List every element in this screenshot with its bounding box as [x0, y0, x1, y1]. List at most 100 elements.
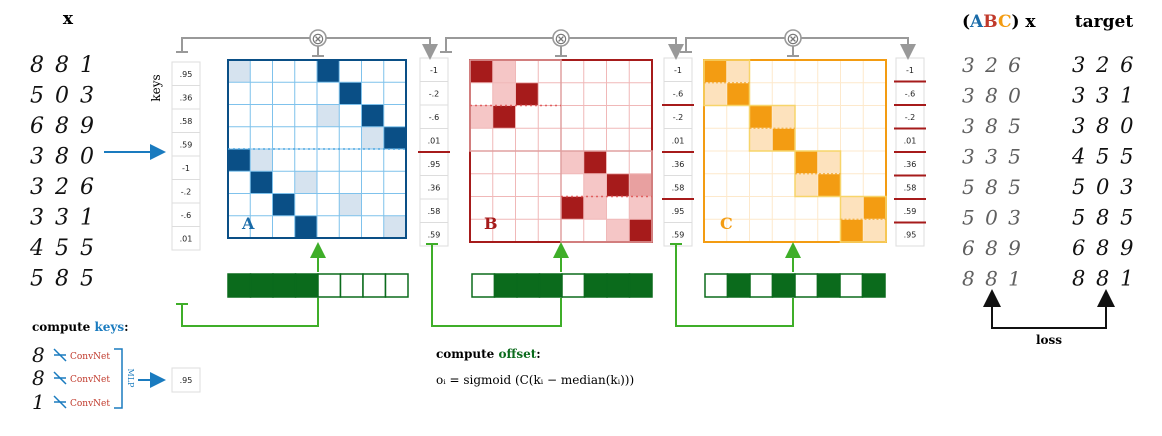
key-value: .95: [428, 160, 441, 169]
matrix-cell: [228, 60, 251, 83]
matrix-cell: [772, 128, 795, 151]
offset-cell-off: [339, 273, 364, 298]
offset-cell-on: [771, 273, 796, 298]
matrix-cell: [606, 219, 630, 242]
key-value: .01: [180, 234, 193, 243]
digit-glyph: 8: [32, 366, 45, 390]
target-digits: 3 2 63 3 13 8 04 5 55 0 35 8 56 8 98 8 1: [1071, 53, 1135, 291]
matrix-cell: [629, 173, 652, 197]
input-digits: 8 8 15 0 36 8 93 8 03 2 63 3 14 5 55 8 5: [29, 53, 96, 292]
matrix-cell: [492, 105, 516, 129]
matrix-cell: [561, 196, 584, 220]
matrix-cell: [492, 82, 516, 106]
offset-formula: oᵢ = sigmoid (C(kᵢ − median(kᵢ))): [436, 373, 634, 387]
key-value: -1: [674, 66, 682, 75]
matrix-cell: [840, 196, 864, 220]
key-value: -1: [906, 66, 914, 75]
key-output-cell: [171, 367, 201, 393]
digit-row: 8 8 1: [962, 267, 1023, 291]
otimes-icon: ⊗: [554, 29, 567, 48]
matrix-cell: [704, 60, 727, 83]
key-value: -.6: [673, 89, 684, 98]
offset-cell-off: [561, 273, 586, 298]
matrix-cell: [383, 215, 406, 238]
matrix-cell: [726, 82, 750, 106]
matrix-cell: [629, 219, 652, 242]
key-value: .95: [904, 230, 917, 239]
digit-row: 4 5 5: [29, 236, 96, 261]
compute-keys-title: compute keys:: [32, 320, 129, 334]
matrix-cell: [583, 151, 607, 174]
key-value: -1: [430, 66, 438, 75]
key-cell: [663, 222, 693, 247]
matrix-cell: [583, 173, 607, 197]
key-output-value: .95: [180, 376, 193, 385]
key-value: .36: [672, 160, 685, 169]
matrix-b-label: B: [484, 214, 498, 233]
digit-row: 3 3 1: [30, 206, 96, 231]
offset-cell-off: [839, 273, 864, 298]
offset-cell-off: [384, 273, 409, 298]
keys-label: keys: [149, 74, 163, 101]
loss-label: loss: [1036, 333, 1062, 347]
matrix-cell: [583, 196, 607, 220]
digit-row: 6 8 9: [30, 114, 96, 139]
digit-row: 4 5 5: [1071, 145, 1135, 169]
offset-cell-off: [362, 273, 387, 298]
matrix-a-label: A: [241, 214, 255, 233]
matrix-cell: [317, 60, 340, 83]
digit-row: 6 8 9: [962, 236, 1023, 260]
matrix-cell: [272, 193, 295, 216]
digit-row: 5 8 5: [30, 267, 96, 292]
matrix-cell: [470, 105, 493, 129]
key-value: -.6: [181, 211, 192, 220]
offset-cell-on: [516, 273, 541, 298]
key-value: -.2: [673, 113, 684, 122]
digit-row: 5 0 3: [30, 84, 96, 109]
matrix-cell: [515, 82, 539, 106]
offset-cell-on: [583, 273, 608, 298]
matrix-cell: [561, 151, 584, 174]
offset-cell-on: [249, 273, 274, 298]
key-value: .58: [180, 117, 193, 126]
key-value: -1: [182, 164, 190, 173]
matrix-cell: [361, 104, 384, 127]
matrix-cell: [726, 60, 750, 83]
matrix-cell: [250, 171, 273, 194]
convnet-label: ConvNet: [70, 399, 110, 409]
offset-cell-off: [471, 273, 496, 298]
matrix-cell: [817, 151, 841, 174]
matrix-cell: [317, 104, 340, 127]
key-value: .95: [180, 70, 193, 79]
key-value: .01: [672, 136, 685, 145]
otimes-icon: ⊗: [311, 29, 324, 48]
matrix-cell: [361, 126, 384, 149]
matrix-cell: [795, 173, 818, 197]
digit-row: 5 8 5: [962, 175, 1023, 199]
digit-row: 3 3 5: [962, 145, 1023, 169]
multiply-arrow-3: ⊗: [680, 29, 916, 60]
matrix-c-label: C: [720, 214, 733, 233]
offset-cell-on: [726, 273, 751, 298]
key-value: -.2: [181, 187, 192, 196]
digit-row: 3 8 0: [962, 84, 1023, 108]
matrix-cell: [294, 171, 317, 194]
digit-glyph: 1: [32, 390, 45, 414]
digit-row: 6 8 9: [1072, 236, 1135, 260]
digit-row: 3 8 0: [30, 145, 96, 170]
matrix-cell: [228, 149, 251, 172]
matrix-cell: [250, 149, 273, 172]
key-value: .59: [672, 230, 685, 239]
abc-output-digits: 3 2 63 8 03 8 53 3 55 8 55 0 36 8 98 8 1: [962, 53, 1023, 291]
digit-row: 3 2 6: [1072, 53, 1135, 77]
digit-row: 5 8 5: [1072, 206, 1135, 230]
digit-row: 3 2 6: [962, 53, 1023, 77]
compute-offset-title: compute offset:: [436, 347, 541, 361]
matrix-a: [227, 59, 407, 239]
key-value: .58: [904, 183, 917, 192]
matrix-cell: [772, 105, 795, 129]
offset-cell-on: [538, 273, 563, 298]
offset-bar-c: [704, 273, 886, 298]
digit-row: 3 8 0: [1072, 114, 1135, 138]
